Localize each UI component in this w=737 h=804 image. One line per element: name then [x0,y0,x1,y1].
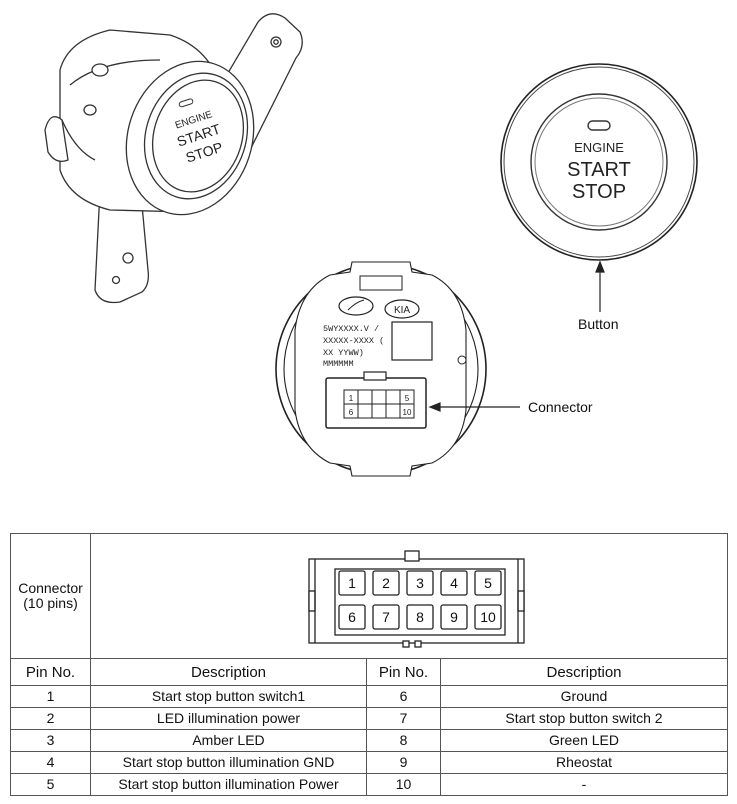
pin-description: Start stop button illumination Power [90,773,367,796]
svg-text:2: 2 [382,575,390,591]
pin-7 [372,604,400,630]
pin-description: Ground [440,685,728,708]
pin-table: Connector (10 pins) [10,533,728,796]
table-row: 2 LED illumination power 7 Start stop bu… [10,707,728,730]
svg-text:1: 1 [348,575,356,591]
pin-description: Amber LED [90,729,367,752]
svg-text:6: 6 [349,408,354,417]
svg-text:8: 8 [416,609,424,625]
connector-diagram-row: Connector (10 pins) [10,533,728,659]
svg-text:5: 5 [484,575,492,591]
svg-text:XX YYWW): XX YYWW) [323,348,364,358]
pin-9 [440,604,468,630]
pin-2 [372,570,400,596]
header-desc-right: Description [440,658,728,686]
pin-description: Rheostat [440,751,728,774]
svg-text:10: 10 [480,609,496,625]
pin-description: Green LED [440,729,728,752]
table-row: 4 Start stop button illumination GND 9 R… [10,751,728,774]
svg-text:XXXXX-XXXX (: XXXXX-XXXX ( [323,336,384,346]
svg-text:10: 10 [403,408,412,417]
connector-callout-arrow [428,402,520,412]
hyundai-logo-icon [338,296,374,316]
button-text-start: START [567,159,631,181]
table-row: 1 Start stop button switch1 6 Ground [10,685,728,708]
button-callout-label: Button [578,316,619,332]
table-row: 5 Start stop button illumination Power 1… [10,773,728,796]
connector-pin-count: (10 pins) [23,595,78,611]
pin-number: 10 [366,773,441,796]
pin-3 [406,570,434,596]
pin-description: - [440,773,728,796]
pin-6 [338,604,366,630]
rear-label-text: 5WYXXXX.V / XXXXX-XXXX ( XX YYWW) MMMMMM [323,324,384,369]
button-text-engine: ENGINE [574,140,624,155]
connector-label-cell: Connector (10 pins) [10,533,91,659]
pin-number: 7 [366,707,441,730]
switch-assembly-drawing [44,13,303,304]
button-text-stop: STOP [572,181,626,203]
pin-description: LED illumination power [90,707,367,730]
connector-label: Connector [18,580,83,596]
svg-text:5: 5 [405,394,410,403]
pin-number: 6 [366,685,441,708]
header-desc-left: Description [90,658,367,686]
svg-text:6: 6 [348,609,356,625]
pin-10 [474,604,502,630]
pin-1 [338,570,366,596]
pin-8 [406,604,434,630]
svg-text:7: 7 [382,609,390,625]
switch-illustration: ENGINE START STOP ENGINE START STOP KIA [44,13,698,477]
svg-text:1: 1 [349,394,354,403]
svg-text:4: 4 [450,575,458,591]
pin-number: 8 [366,729,441,752]
pin-number: 9 [366,751,441,774]
header-pin-right: Pin No. [366,658,441,686]
connector-diagram-cell: 1 2 3 4 5 6 7 8 9 10 [90,533,728,659]
pin-4 [440,570,468,596]
pin-number: 2 [10,707,91,730]
table-header-row: Pin No. Description Pin No. Description [10,658,728,686]
pin-description: Start stop button illumination GND [90,751,367,774]
pin-description: Start stop button switch 2 [440,707,728,730]
svg-text:5WYXXXX.V /: 5WYXXXX.V / [323,324,379,334]
pin-description: Start stop button switch1 [90,685,367,708]
indicator-led-icon [587,120,611,131]
pin-number: 1 [10,685,91,708]
button-callout-arrow [595,260,605,312]
rear-connector-pin-labels: 1 5 6 10 [349,394,412,417]
switch-rear-view: KIA [275,261,487,477]
table-row: 3 Amber LED 8 Green LED [10,729,728,752]
svg-text:KIA: KIA [394,305,410,316]
header-pin-left: Pin No. [10,658,91,686]
pin-number: 5 [10,773,91,796]
connector-callout-label: Connector [528,399,593,415]
svg-text:9: 9 [450,609,458,625]
svg-text:MMMMMM: MMMMMM [323,359,354,369]
pin-number: 3 [10,729,91,752]
pin-5 [474,570,502,596]
button-front-view: ENGINE START STOP [500,63,698,261]
svg-text:3: 3 [416,575,424,591]
connector-diagram: 1 2 3 4 5 6 7 8 9 10 [308,550,525,648]
kia-logo-icon [384,299,420,319]
pin-number: 4 [10,751,91,774]
